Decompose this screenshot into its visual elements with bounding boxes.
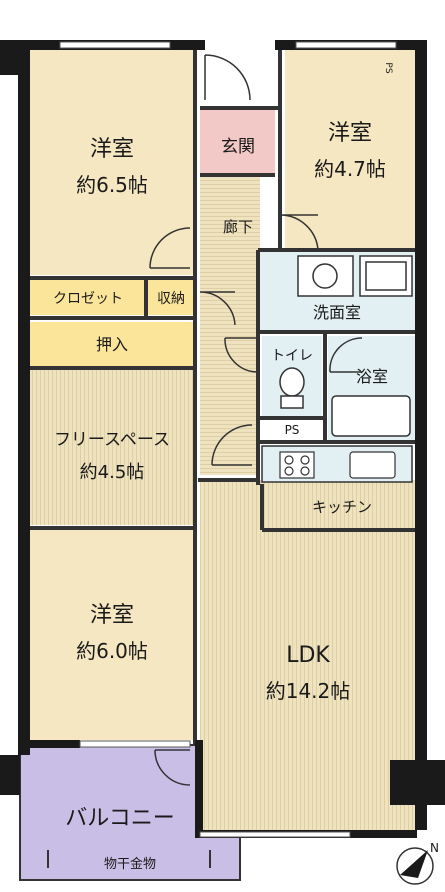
bath-label: 浴室 (356, 367, 388, 386)
entrance-label: 玄関 (221, 137, 255, 157)
storage-floor (148, 280, 195, 315)
closet-floor (30, 280, 145, 315)
windows (59, 41, 397, 838)
free-space-size: 約4.5帖 (80, 462, 145, 483)
bedroom-ne-floor (285, 50, 415, 250)
bathtub-icon (331, 395, 411, 437)
oshiire-label: 押入 (96, 335, 128, 354)
stove-icon (279, 451, 315, 479)
bedroom-nw-floor (30, 50, 195, 275)
washing-machine-icon (297, 255, 354, 297)
toilet-label: トイレ (271, 348, 313, 364)
ps-bottom-label: PS (285, 423, 300, 437)
oshiire-floor (30, 322, 195, 367)
bedroom-sw-floor (30, 530, 195, 740)
ldk-size: 約14.2帖 (266, 679, 351, 703)
ps-floor (262, 418, 322, 440)
bedroom-sw-name: 洋室 (90, 603, 134, 628)
svg-text:N: N (430, 841, 439, 855)
washbasin-icon (359, 255, 413, 297)
toilet-icon (279, 367, 305, 409)
compass-north-icon: N (396, 841, 439, 885)
ps-top-label: PS (383, 62, 393, 73)
storage-label: 収納 (157, 291, 185, 307)
bedroom-sw-size: 約6.0帖 (76, 639, 148, 663)
sink-icon (349, 451, 396, 479)
ldk-name: LDK (286, 643, 330, 668)
ldk-floor (200, 480, 415, 835)
doors (149, 54, 363, 786)
free-space-floor (30, 370, 195, 525)
bedroom-nw-size: 約6.5帖 (76, 173, 148, 197)
bedroom-ne-size: 約4.7帖 (314, 157, 386, 181)
bedroom-ne-name: 洋室 (328, 121, 372, 146)
interior-walls (30, 45, 415, 745)
hallway-label: 廊下 (223, 218, 253, 236)
drying-rack-label: 物干金物 (104, 856, 156, 872)
bedroom-nw-name: 洋室 (90, 137, 134, 162)
washroom-label: 洗面室 (313, 303, 361, 322)
kitchen-label: キッチン (312, 498, 372, 516)
drying-rack (47, 850, 211, 868)
entrance-floor (200, 110, 275, 175)
free-space-name: フリースペース (54, 430, 170, 450)
closet-label: クロゼット (53, 291, 123, 307)
balcony-label: バルコニー (65, 806, 175, 831)
